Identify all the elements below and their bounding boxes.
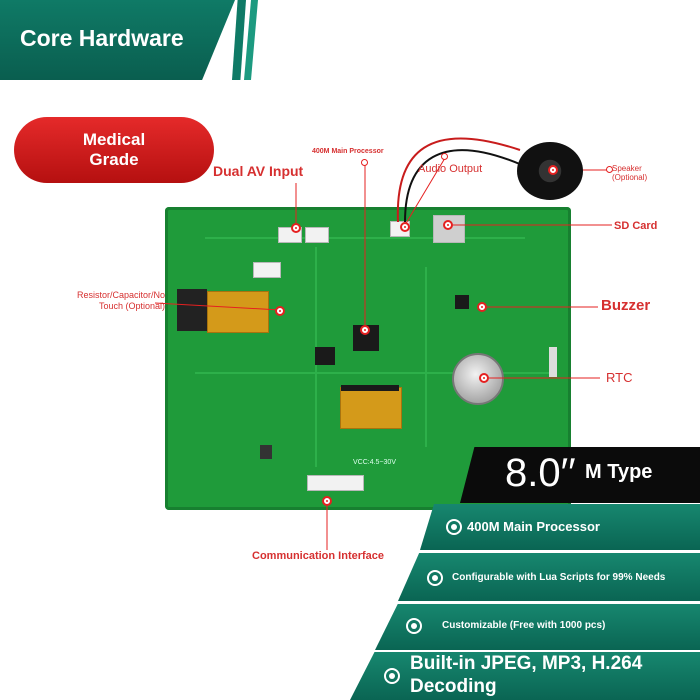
capacitor xyxy=(260,445,272,459)
buzzer-label: Buzzer xyxy=(601,297,651,314)
sd-card-label: SD Card xyxy=(614,220,658,232)
feature-text-line1: Built-in JPEG, MP3, H.264 xyxy=(410,653,643,674)
feature-text: Configurable with Lua Scripts for 99% Ne… xyxy=(452,572,666,583)
rtc-marker-icon xyxy=(479,373,489,383)
page-title: Core Hardware xyxy=(20,25,184,51)
processor-top-marker-icon xyxy=(361,159,368,166)
target-icon xyxy=(406,618,422,634)
pcb-trace xyxy=(195,372,555,374)
feature-text: Customizable (Free with 1000 pcs) xyxy=(442,620,606,631)
resistor-label: Resistor/Capacitor/No Touch (Optional) xyxy=(55,290,165,312)
rtc-label: RTC xyxy=(606,370,633,385)
feature-bar xyxy=(398,553,700,601)
speaker-marker-icon xyxy=(548,165,558,175)
display-flex-cable xyxy=(340,387,402,429)
processor-marker-icon xyxy=(360,325,370,335)
feature-text-line2: Decoding xyxy=(410,676,497,697)
speaker-label: Speaker (Optional) xyxy=(612,164,647,182)
side-connector xyxy=(549,347,557,377)
header-stripe xyxy=(244,0,258,80)
processor-callout-label: 400M Main Processor xyxy=(312,148,384,155)
av-connector xyxy=(305,227,329,243)
target-icon xyxy=(384,668,400,684)
speaker-end-marker-icon xyxy=(606,166,613,173)
buzzer-marker-icon xyxy=(477,302,487,312)
connector xyxy=(253,262,281,278)
communication-connector xyxy=(307,475,364,491)
feature-text: Built-in JPEG, MP3, H.264 Decoding xyxy=(410,652,642,698)
voltage-label: VCC:4.5~30V xyxy=(353,459,396,466)
dual-av-input-label: Dual AV Input xyxy=(213,163,304,179)
header-banner xyxy=(0,0,235,80)
communication-marker-icon xyxy=(322,496,332,506)
pcb-trace xyxy=(425,267,427,447)
audio-output-label: Audio Output xyxy=(418,163,483,175)
flex-cable xyxy=(207,291,269,333)
audio-marker-icon xyxy=(400,222,410,232)
target-icon xyxy=(427,570,443,586)
speaker-label-line1: Speaker xyxy=(612,164,642,173)
pcb-trace xyxy=(205,237,525,239)
medical-grade-badge: Medical Grade xyxy=(14,117,214,183)
badge-line1: Medical xyxy=(82,130,146,149)
badge-line2: Grade xyxy=(89,150,139,169)
communication-interface-label: Communication Interface xyxy=(252,550,385,562)
touch-connector xyxy=(177,289,207,331)
chip xyxy=(315,347,335,365)
audio-top-marker-icon xyxy=(441,153,448,160)
model-type: M Type xyxy=(585,461,653,483)
sd-card-marker-icon xyxy=(443,220,453,230)
buzzer-component xyxy=(455,295,469,309)
rtc-battery xyxy=(452,353,504,405)
feature-bar xyxy=(420,504,700,550)
resistor-marker-icon xyxy=(275,306,285,316)
feature-bar xyxy=(350,652,700,700)
model-bar xyxy=(460,447,700,503)
model-size: 8.0′′ xyxy=(505,451,576,495)
feature-text: 400M Main Processor xyxy=(467,519,600,534)
feature-bar xyxy=(375,604,700,650)
target-icon xyxy=(446,519,462,535)
fpc-connector xyxy=(341,385,399,391)
speaker-label-line2: (Optional) xyxy=(612,173,648,182)
resistor-label-line2: Touch (Optional) xyxy=(98,301,165,311)
resistor-label-line1: Resistor/Capacitor/No xyxy=(76,290,165,300)
dual-av-marker-icon xyxy=(291,223,301,233)
header-stripe xyxy=(232,0,246,80)
